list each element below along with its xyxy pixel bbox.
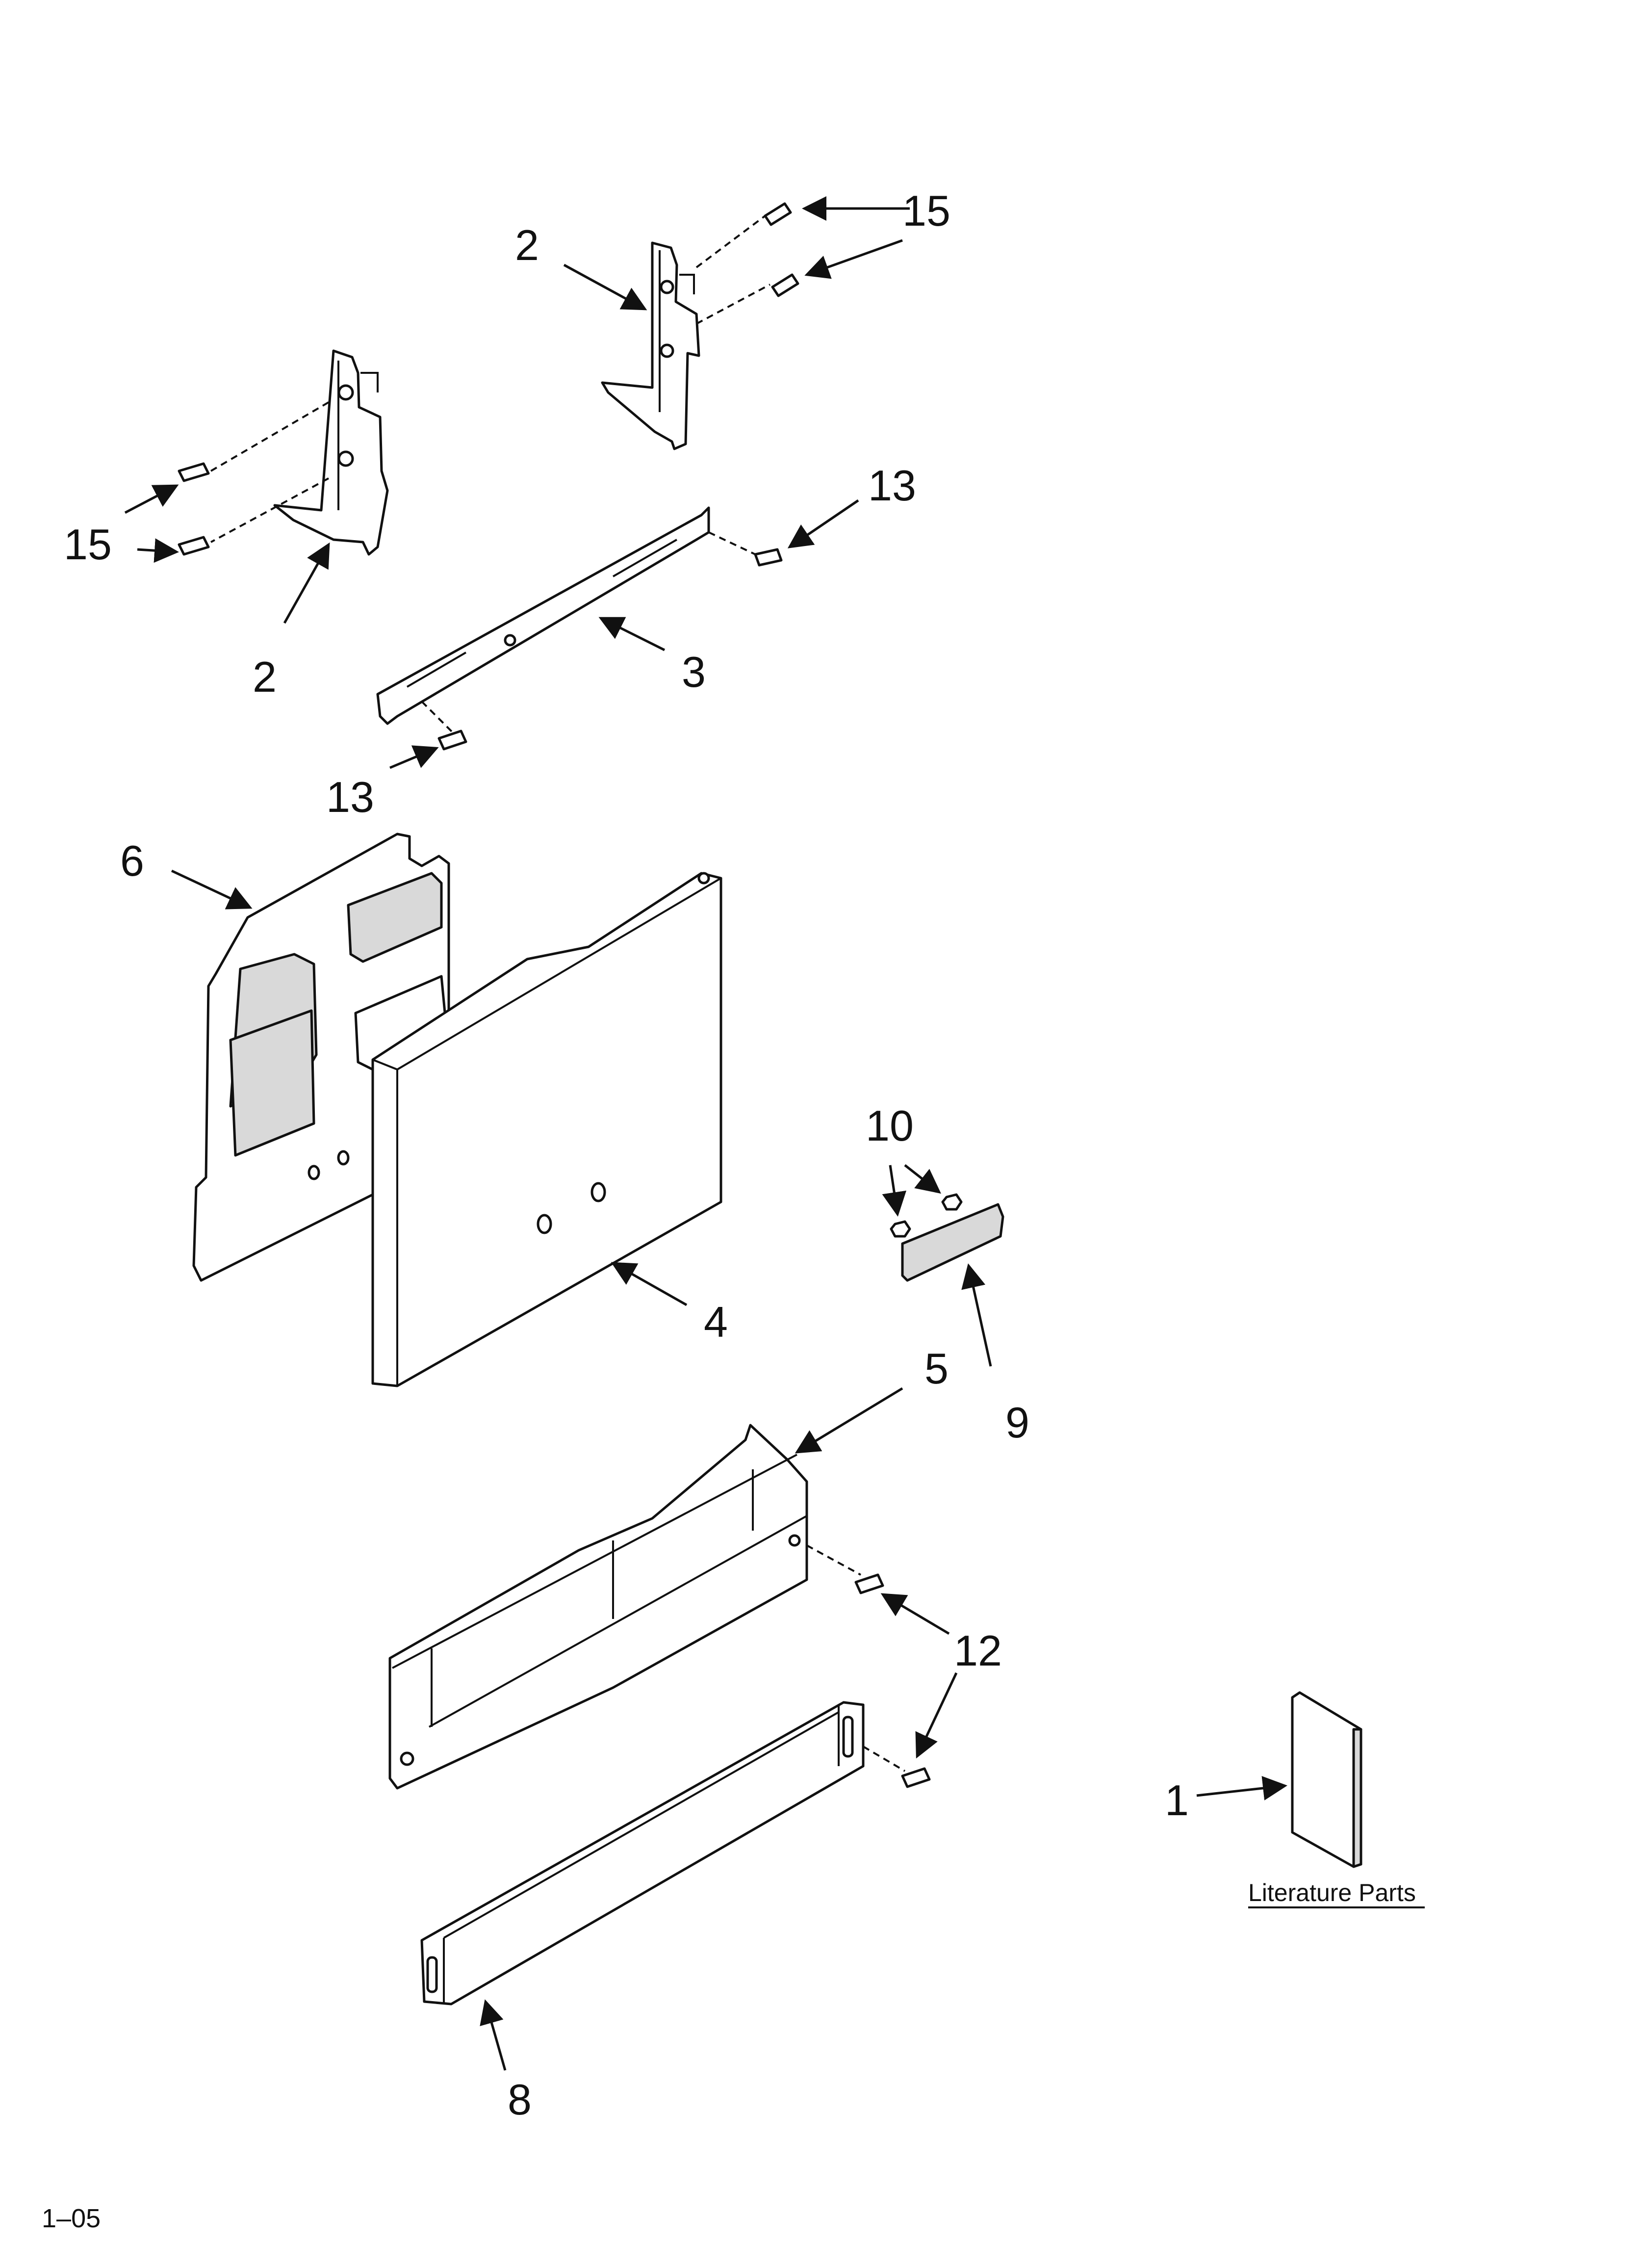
- callout-12: 12: [954, 1626, 1002, 1675]
- callout-13-right: 13: [868, 461, 916, 510]
- callout-4: 4: [704, 1298, 728, 1346]
- frame-5: [388, 1424, 808, 1790]
- screw-12-upper: [806, 1544, 884, 1594]
- bracket-2-lower: [273, 349, 389, 556]
- toe-plate-8: [420, 1701, 865, 2006]
- callout-5: 5: [924, 1344, 949, 1393]
- handle-9: [901, 1203, 1004, 1282]
- callout-13-left: 13: [326, 773, 374, 821]
- callout-6: 6: [120, 836, 144, 885]
- literature-parts-label: Literature Parts: [1248, 1879, 1416, 1906]
- callout-2-top: 2: [515, 221, 539, 269]
- nuts-10: [890, 1193, 963, 1238]
- callout-3: 3: [682, 648, 706, 696]
- leader-arrows: [124, 196, 1287, 2071]
- callout-2-left: 2: [253, 652, 277, 701]
- page-code: 1–05: [42, 2204, 101, 2233]
- callout-9: 9: [1005, 1398, 1029, 1447]
- screws-15-lower: [178, 401, 330, 556]
- callout-15-left: 15: [64, 520, 112, 569]
- callout-10: 10: [866, 1101, 914, 1150]
- door-panel-4: [371, 872, 722, 1387]
- literature-1: [1291, 1691, 1362, 1868]
- callout-1: 1: [1165, 1776, 1189, 1825]
- screw-12-lower: [862, 1746, 931, 1788]
- screws-15-upper: [695, 202, 799, 325]
- bracket-2-upper: [601, 241, 700, 450]
- callout-8: 8: [508, 2075, 532, 2124]
- rail-3: [376, 506, 710, 725]
- callout-15-top: 15: [902, 186, 950, 235]
- screws-13: [421, 531, 783, 751]
